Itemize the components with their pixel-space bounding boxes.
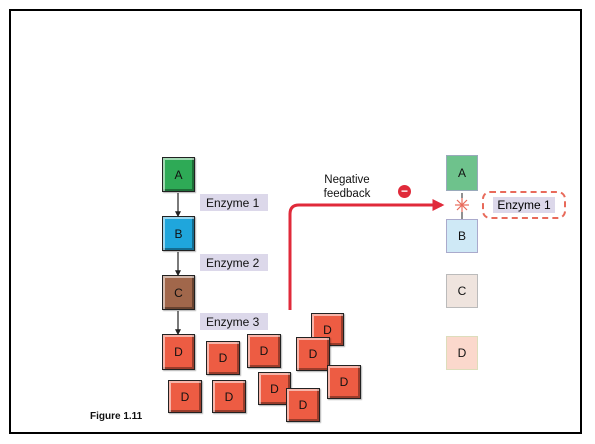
inhibited-b-box: B (446, 219, 478, 253)
feedback-line-1: Negative (324, 174, 370, 186)
enzyme-3-label: Enzyme 3 (200, 313, 268, 330)
product-d-pile-box: D (286, 388, 320, 422)
product-d-pile-box: D (212, 380, 246, 413)
blocked-star-icon (455, 198, 469, 212)
product-d-pile-box: D (327, 365, 361, 399)
inhibited-d-box: D (446, 336, 478, 370)
product-d-box: D (162, 334, 195, 370)
feedback-line-2: feedback (323, 188, 371, 200)
minus-sign-icon: − (398, 185, 411, 198)
product-d-pile-box: D (206, 341, 240, 375)
intermediate-b-box: B (162, 216, 195, 251)
negative-feedback-label: Negative feedback (300, 173, 394, 201)
inhibited-enzyme-1-label: Enzyme 1 (493, 197, 555, 213)
enzyme-2-label: Enzyme 2 (200, 254, 268, 271)
substrate-a-box: A (162, 157, 195, 192)
negative-feedback-arrow (288, 199, 445, 310)
intermediate-c-box: C (162, 275, 195, 310)
enzyme-1-label: Enzyme 1 (200, 194, 268, 211)
figure-frame (9, 9, 582, 434)
product-d-pile-box: D (296, 337, 330, 371)
product-d-pile-box: D (168, 380, 202, 413)
inhibited-c-box: C (446, 274, 478, 308)
figure-caption: Figure 1.11 (90, 411, 143, 422)
inhibited-enzyme-1-highlight: Enzyme 1 (482, 191, 566, 219)
product-d-pile-box: D (247, 334, 281, 368)
inhibited-a-box: A (446, 155, 478, 191)
